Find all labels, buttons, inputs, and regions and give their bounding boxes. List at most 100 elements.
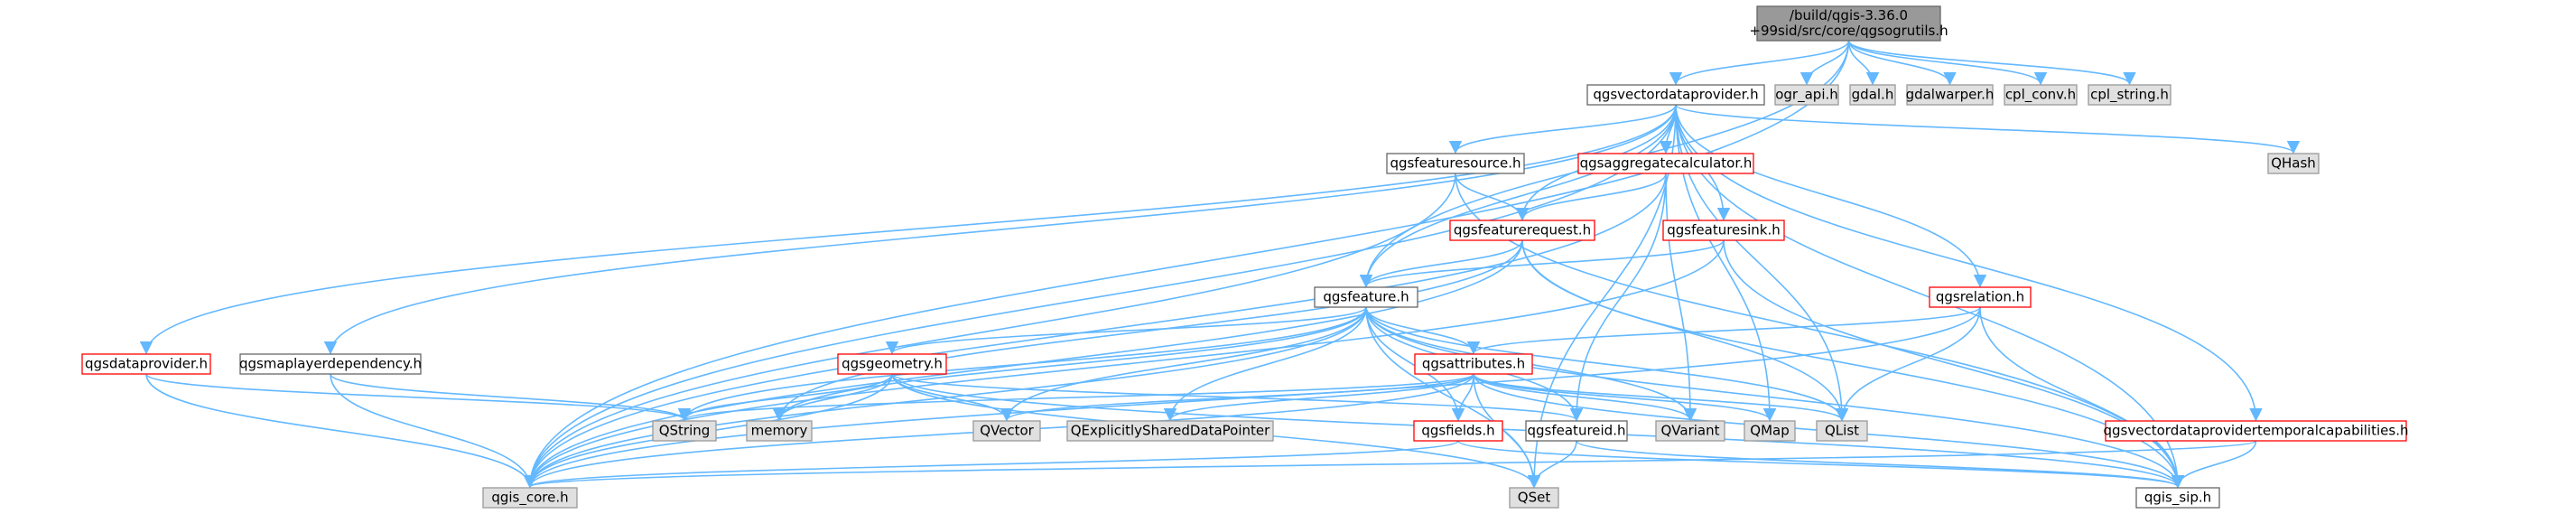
node-label: qgsmaplayerdependency.h	[239, 356, 422, 372]
node-label: gdalwarper.h	[1906, 87, 1995, 103]
node-label: qgsfeaturesink.h	[1667, 222, 1780, 238]
node-qgsfeaturerequest[interactable]: qgsfeaturerequest.h	[1449, 220, 1595, 241]
edge-qgsrelation-to-qgis_sip	[1979, 306, 2185, 489]
edge-root-to-ogr_api	[1799, 40, 1850, 86]
node-qgsattributes[interactable]: qgsattributes.h	[1414, 353, 1533, 375]
edge-qgsfields-to-qgis_sip	[1457, 440, 2184, 489]
node-label: QHash	[2271, 155, 2316, 172]
edge-qgsfeaturesink-to-qgis_sip	[1723, 239, 2185, 489]
node-qgsmaplayerdependency[interactable]: qgsmaplayerdependency.h	[239, 353, 422, 375]
node-qgsfeaturesink[interactable]: qgsfeaturesink.h	[1662, 220, 1785, 241]
node-QMap[interactable]: QMap	[1744, 420, 1796, 442]
edge-qgsvectordataprovider-to-qgsfeaturesource	[1448, 104, 1677, 154]
node-box	[1066, 420, 1274, 442]
node-cpl_conv[interactable]: cpl_conv.h	[2004, 84, 2078, 106]
node-label: memory	[751, 423, 808, 439]
node-qgsgeometry[interactable]: qgsgeometry.h	[837, 353, 947, 375]
node-qgsfeaturesource[interactable]: qgsfeaturesource.h	[1386, 153, 1525, 174]
node-box	[1413, 420, 1503, 442]
node-label: qgsrelation.h	[1936, 289, 2024, 305]
edge-qgsfeature-to-qgis_sip	[1365, 306, 2185, 489]
node-box	[1929, 286, 2032, 308]
node-box	[837, 353, 947, 375]
node-QVector[interactable]: QVector	[972, 420, 1041, 442]
node-box	[1655, 420, 1725, 442]
edge-root-to-qgis_core	[523, 40, 1850, 489]
node-label: qgsfeatureid.h	[1528, 423, 1626, 439]
edge-qgsfeature-to-qgsgeometry	[886, 306, 1367, 355]
node-qgsfeature[interactable]: qgsfeature.h	[1314, 286, 1418, 308]
edge-qgsvectordataprovider-to-qgsfeature	[1359, 104, 1677, 288]
edge-qgsfeaturerequest-to-qgis_sip	[1521, 239, 2185, 489]
node-label: qgsattributes.h	[1422, 356, 1525, 372]
node-gdal[interactable]: gdal.h	[1849, 84, 1896, 106]
node-label: QString	[659, 423, 711, 439]
node-QString[interactable]: QString	[652, 420, 717, 442]
node-box	[1314, 286, 1418, 308]
edge-qgsvectordataprovidertemporalcapabilities-to-qgis_sip	[2171, 440, 2257, 489]
node-label: cpl_string.h	[2090, 87, 2169, 104]
node-label: QList	[1825, 423, 1859, 439]
edge-qgsrelation-to-QList	[1835, 306, 1981, 422]
edge-qgsvectordataprovider-to-QList	[1675, 104, 1849, 422]
node-qgsvectordataprovidertemporalcapabilities[interactable]: qgsvectordataprovidertemporalcapabilitie…	[2104, 420, 2409, 442]
node-box	[1662, 220, 1785, 241]
node-qgsvectordataprovider[interactable]: qgsvectordataprovider.h	[1586, 84, 1765, 106]
node-gdalwarper[interactable]: gdalwarper.h	[1906, 84, 1995, 106]
node-box	[1906, 84, 1994, 106]
node-label: QVector	[980, 423, 1034, 439]
node-QVariant[interactable]: QVariant	[1655, 420, 1725, 442]
node-root[interactable]: /build/qgis-3.36.0+99sid/src/core/qgsogr…	[1749, 5, 1948, 42]
node-QSet[interactable]: QSet	[1509, 487, 1559, 509]
edge-qgsfeaturesink-to-qgis_core	[523, 239, 1725, 489]
edge-qgsaggregatecalculator-to-QVariant	[1665, 173, 1697, 422]
node-box	[2088, 84, 2171, 106]
node-qgsfields[interactable]: qgsfields.h	[1413, 420, 1503, 442]
node-box	[1849, 84, 1896, 106]
node-box	[1586, 84, 1765, 106]
edge-qgsvectordataprovider-to-QSet	[1527, 104, 1677, 489]
node-box	[1386, 153, 1525, 174]
node-box	[1449, 220, 1595, 241]
node-label: qgsgeometry.h	[842, 356, 943, 372]
nodes-layer: /build/qgis-3.36.0+99sid/src/core/qgsogr…	[81, 5, 2409, 509]
node-box	[1577, 153, 1754, 174]
edge-qgsvectordataprovider-to-qgis_core	[523, 104, 1677, 489]
node-QExplicitlySharedDataPointer[interactable]: QExplicitlySharedDataPointer	[1066, 420, 1274, 442]
node-box	[652, 420, 717, 442]
node-qgis_core[interactable]: qgis_core.h	[482, 487, 578, 509]
node-box	[1509, 487, 1559, 509]
node-label: ogr_api.h	[1775, 87, 1838, 104]
node-qgis_sip[interactable]: qgis_sip.h	[2135, 487, 2220, 509]
node-memory[interactable]: memory	[746, 420, 813, 442]
edge-qgsattributes-to-QVariant	[1473, 373, 1697, 422]
node-box	[2267, 153, 2320, 174]
edge-qgsrelation-to-qgsattributes	[1467, 306, 1981, 355]
edge-qgsfields-to-qgis_core	[524, 440, 1459, 489]
edge-qgsvectordataprovider-to-qgsvectordataprovidertemporalcapabilities	[1675, 104, 2263, 422]
node-cpl_string[interactable]: cpl_string.h	[2088, 84, 2171, 106]
node-label: qgsvectordataprovider.h	[1593, 87, 1758, 103]
node-label: qgsaggregatecalculator.h	[1580, 155, 1753, 172]
node-QHash[interactable]: QHash	[2267, 153, 2320, 174]
node-box	[81, 353, 211, 375]
node-label: QSet	[1518, 490, 1551, 506]
node-QList[interactable]: QList	[1816, 420, 1868, 442]
edge-qgsgeometry-to-memory	[772, 373, 893, 422]
node-box	[1744, 420, 1796, 442]
node-label: +99sid/src/core/qgsogrutils.h	[1749, 23, 1948, 39]
edge-qgsfeaturerequest-to-memory	[772, 239, 1523, 422]
edge-qgsfeature-to-QVector	[1000, 306, 1367, 422]
node-box	[1774, 84, 1839, 106]
node-qgsdataprovider[interactable]: qgsdataprovider.h	[81, 353, 211, 375]
node-qgsfeatureid[interactable]: qgsfeatureid.h	[1525, 420, 1628, 442]
node-ogr_api[interactable]: ogr_api.h	[1774, 84, 1839, 106]
edge-qgsdataprovider-to-qgis_core	[145, 373, 537, 489]
node-qgsaggregatecalculator[interactable]: qgsaggregatecalculator.h	[1577, 153, 1754, 174]
node-qgsrelation[interactable]: qgsrelation.h	[1929, 286, 2032, 308]
node-box	[2135, 487, 2220, 509]
node-label: gdal.h	[1852, 87, 1894, 103]
edge-qgsgeometry-to-QString	[677, 373, 893, 422]
